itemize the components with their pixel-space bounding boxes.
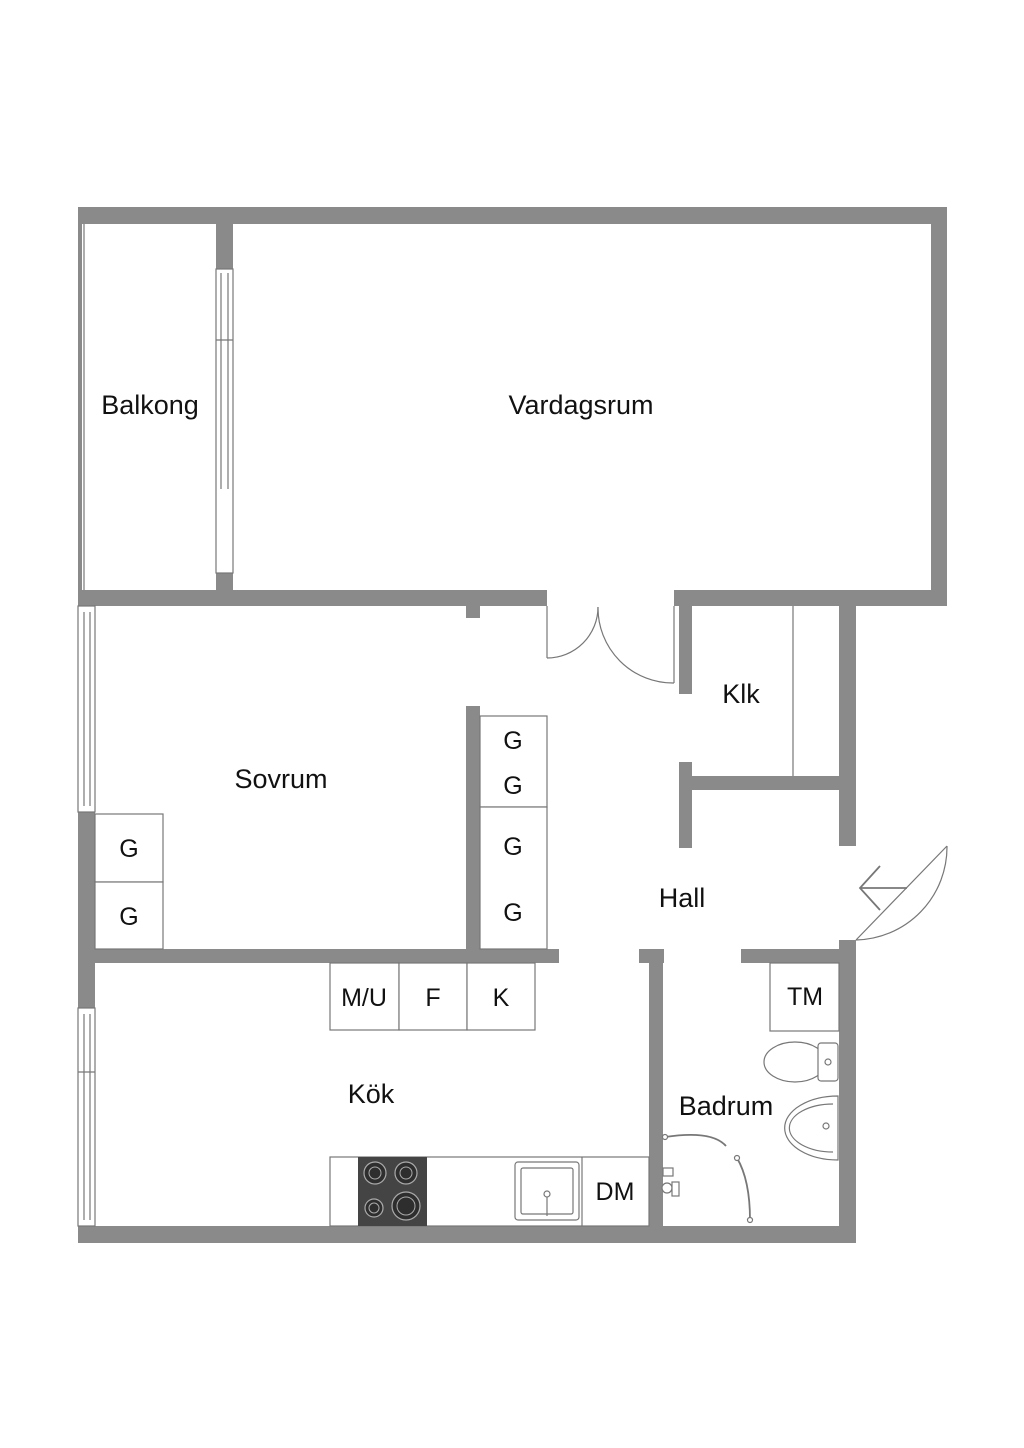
sink-icon: [514, 1161, 580, 1221]
dryer-unit: [769, 962, 840, 1032]
room-label-hall: Hall: [659, 883, 706, 913]
room-label-kok: Kök: [348, 1079, 395, 1109]
room-label-sovrum: Sovrum: [234, 764, 327, 794]
kitchen-window: [77, 1007, 96, 1227]
stove-icon: [358, 1157, 427, 1226]
room-label-balkong: Balkong: [101, 390, 199, 420]
dryer-label: TM: [787, 983, 823, 1011]
microwave-label: M/U: [341, 984, 387, 1012]
wardrobe-label-4: G: [503, 772, 522, 800]
wardrobe-label-2: G: [119, 903, 138, 931]
balcony-door-window: [215, 268, 234, 574]
kitchen-tall-units: [329, 962, 536, 1031]
bathroom-door: [661, 1133, 754, 1224]
bedroom-window: [77, 605, 96, 813]
wardrobe-label-1: G: [119, 835, 138, 863]
hall-wardrobes: [479, 715, 548, 950]
toilet-icon: [763, 1041, 839, 1083]
room-label-badrum: Badrum: [679, 1091, 774, 1121]
room-label-vardagsrum: Vardagsrum: [508, 390, 653, 420]
wardrobe-label-3: G: [503, 727, 522, 755]
fridge-label: K: [493, 984, 510, 1012]
room-label-klk: Klk: [722, 679, 760, 709]
wardrobe-label-6: G: [503, 899, 522, 927]
washbasin-icon: [784, 1095, 839, 1161]
entrance-door: [855, 845, 948, 941]
wardrobe-label-5: G: [503, 833, 522, 861]
shower-mixer: [661, 1167, 680, 1197]
freezer-label: F: [425, 984, 440, 1012]
dishwasher-label: DM: [596, 1178, 635, 1206]
bedroom-wardrobes: [94, 813, 164, 950]
living-room-double-door: [546, 606, 675, 684]
arrow-left-icon: [858, 865, 907, 911]
